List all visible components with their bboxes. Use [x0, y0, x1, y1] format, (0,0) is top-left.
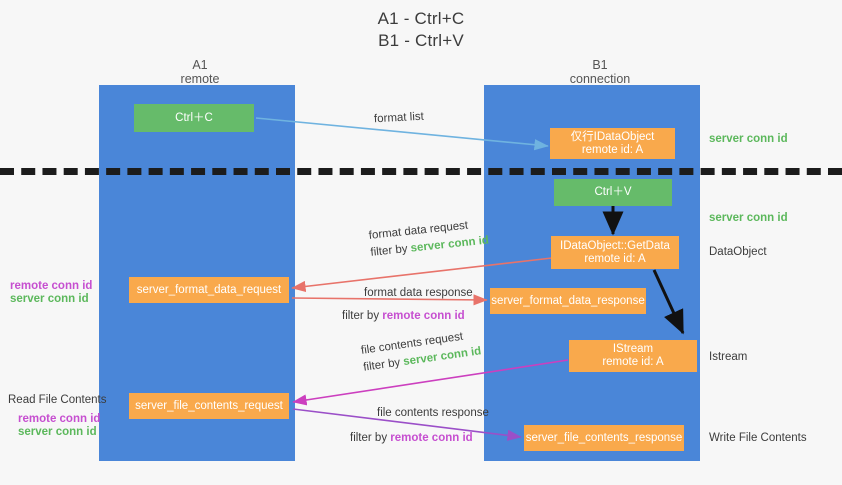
label-remote-conn-id-1: remote conn id: [10, 280, 93, 292]
arrow-label-file-contents-response-line2: filter by remote conn id: [350, 432, 473, 444]
box-ctrl-v-label: Ctrl＋V: [594, 186, 632, 198]
phase-separator: [0, 168, 842, 175]
box-idataobject-top-line1: 仅行IDataObject: [570, 130, 655, 143]
box-server-format-data-request-label: server_format_data_request: [136, 283, 282, 296]
box-server-format-data-request[interactable]: server_format_data_request: [129, 277, 289, 303]
box-istream[interactable]: IStream remote id: A: [569, 340, 697, 372]
box-getdata-line2: remote id: A: [584, 252, 646, 265]
box-server-file-contents-response-label: server_file_contents_response: [525, 431, 683, 444]
box-ctrl-v[interactable]: Ctrl＋V: [554, 179, 672, 206]
arrow-label-file-contents-response-line1: file contents response: [377, 407, 489, 419]
column-header-a1-name: A1: [192, 58, 208, 72]
label-write-file-contents: Write File Contents: [709, 432, 807, 444]
box-idataobject-top-line2: remote id: A: [581, 143, 644, 156]
label-istream: Istream: [709, 351, 748, 363]
column-header-b1-name: B1: [592, 58, 608, 72]
box-idataobject-getdata[interactable]: IDataObject::GetData remote id: A: [551, 236, 679, 269]
box-istream-line2: remote id: A: [602, 356, 664, 368]
arrow-label-file-contents-request: file contents request filter by server c…: [360, 326, 482, 376]
box-ctrl-c[interactable]: Ctrl＋C: [134, 104, 254, 132]
arrow-label-format-data-response-line1: format data response: [364, 287, 473, 299]
box-server-format-data-response-label: server_format_data_response: [491, 294, 645, 307]
label-dataobject: DataObject: [709, 246, 767, 258]
box-server-format-data-response[interactable]: server_format_data_response: [490, 288, 646, 314]
column-header-a1: A1 remote: [140, 58, 260, 86]
box-server-file-contents-request-label: server_file_contents_request: [135, 399, 283, 412]
label-remote-conn-id-2: remote conn id: [18, 413, 101, 425]
box-istream-line1: IStream: [612, 343, 654, 355]
label-server-conn-id-mid: server conn id: [709, 212, 788, 224]
column-header-a1-sub: remote: [180, 72, 220, 86]
arrow-label-format-data-request: format data request filter by server con…: [368, 216, 490, 262]
arrow-label-format-list: format list: [373, 110, 425, 126]
column-header-b1: B1 connection: [540, 58, 660, 86]
column-header-b1-sub: connection: [569, 72, 631, 86]
arrow-label-file-contents-response: file contents response filter by remote …: [350, 405, 489, 447]
box-idataobject-top[interactable]: 仅行IDataObject remote id: A: [550, 128, 675, 159]
title-line-2: B1 - Ctrl+V: [378, 31, 464, 50]
arrow-label-format-data-response-line2: filter by remote conn id: [342, 310, 465, 322]
box-getdata-line1: IDataObject::GetData: [560, 239, 670, 252]
label-read-file-contents: Read File Contents: [8, 394, 107, 406]
label-server-conn-id-2: server conn id: [18, 426, 97, 438]
title-line-1: A1 - Ctrl+C: [377, 9, 465, 28]
page-title: A1 - Ctrl+C B1 - Ctrl+V: [0, 8, 842, 52]
box-server-file-contents-response[interactable]: server_file_contents_response: [524, 425, 684, 451]
box-ctrl-c-label: Ctrl＋C: [175, 111, 213, 124]
label-server-conn-id-top: server conn id: [709, 133, 788, 145]
label-server-conn-id-1: server conn id: [10, 293, 89, 305]
box-server-file-contents-request[interactable]: server_file_contents_request: [129, 393, 289, 419]
arrow-label-format-data-response: format data response filter by remote co…: [342, 285, 473, 325]
